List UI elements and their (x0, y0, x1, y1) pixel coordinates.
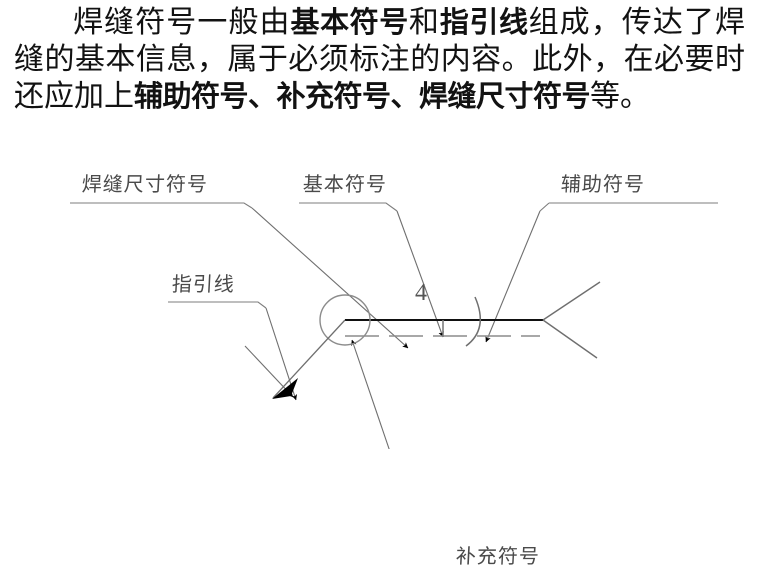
arrow-leader-line (272, 319, 346, 399)
tail-fork (542, 281, 601, 359)
body-paragraph: 焊缝符号一般由基本符号和指引线组成，传达了焊缝的基本信息，属于必须标注的内容。此… (0, 0, 759, 115)
weld-symbol-group (272, 281, 601, 399)
weld-all-around-circle (319, 294, 371, 346)
weld-symbol-diagram: 焊缝尺寸符号 基本符号 辅助符号 指引线 补充符号 4 (0, 150, 759, 568)
underline-weld-size (70, 202, 253, 209)
leader-auxiliary-symbol (485, 210, 541, 343)
underline-basic-symbol (299, 202, 398, 212)
underline-leader-line (168, 301, 267, 309)
underline-auxiliary-symbol (539, 202, 718, 212)
label-supplementary-symbol: 补充符号 (455, 546, 541, 568)
weld-symbol-drawing (70, 202, 718, 449)
paragraph-segment-2: 和 (408, 6, 440, 39)
paragraph-segment-4: 组成，传达了焊缝的基本信息，属于必须标注的内容。此外，在必要时还应加上 (14, 6, 746, 113)
label-weld-size: 焊缝尺寸符号 (81, 174, 209, 196)
paragraph-segment-6: 等。 (590, 80, 651, 113)
auxiliary-symbol-arc (465, 296, 482, 347)
paragraph-segment-1-bold: 基本符号 (290, 5, 410, 39)
leader-weld-size (251, 207, 409, 349)
label-auxiliary-symbol: 辅助符号 (560, 174, 646, 196)
leader-basic-symbol (396, 210, 444, 338)
label-basic-symbol: 基本符号 (302, 174, 388, 196)
weld-size-value: 4 (415, 280, 427, 306)
leader-supplementary-symbol (351, 339, 390, 449)
paragraph-segment-5-bold: 辅助符号、补充符号、焊缝尺寸符号 (134, 79, 591, 113)
label-underlines (70, 202, 718, 309)
joint-arrowhead (272, 378, 298, 399)
paragraph-segment-0: 焊缝符号一般由 (72, 6, 291, 39)
paragraph-segment-3-bold: 指引线 (439, 5, 529, 39)
label-leader-line: 指引线 (171, 274, 236, 296)
pointer-leaders (244, 207, 541, 449)
